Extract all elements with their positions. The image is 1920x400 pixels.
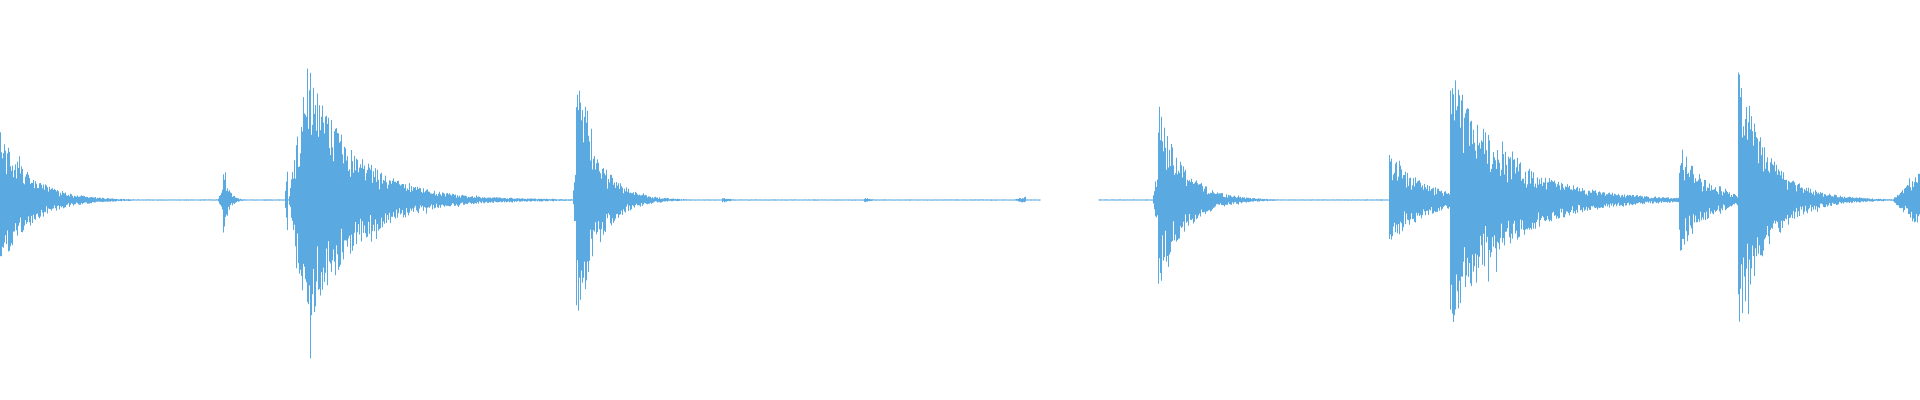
waveform-samples [0,68,1920,359]
waveform-silence-gap [1040,198,1099,202]
